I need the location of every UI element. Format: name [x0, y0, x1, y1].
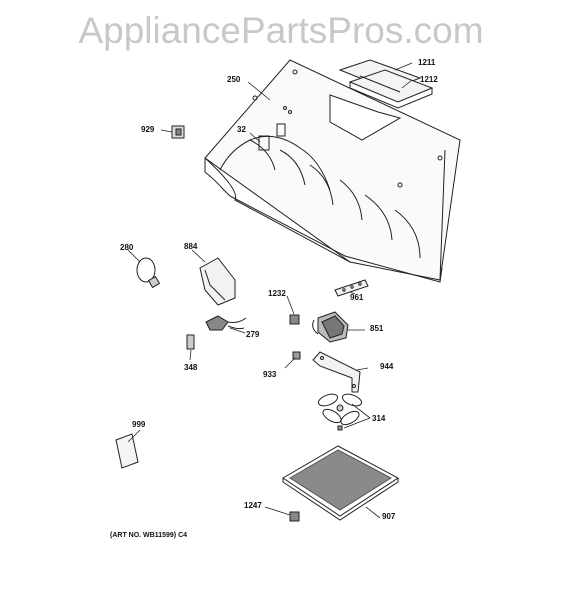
callout-314: 314: [372, 414, 386, 423]
callout-944: 944: [380, 362, 394, 371]
callout-250: 250: [227, 75, 241, 84]
part-348-connector: [186, 334, 195, 350]
callout-1211: 1211: [418, 58, 436, 67]
callout-884: 884: [184, 242, 198, 251]
art-number: (ART NO. WB11599) C4: [110, 532, 188, 539]
callout-1212: 1212: [420, 75, 438, 84]
callout-1232: 1232: [268, 289, 286, 298]
lamp-socket: [205, 315, 247, 331]
switch-plate-part: [258, 123, 286, 151]
fan-blade: [317, 393, 363, 431]
part-1247-screw: [289, 511, 300, 522]
callout-933: 933: [263, 370, 277, 379]
fan-motor: [312, 311, 349, 343]
light-bulb: [136, 257, 161, 289]
watermark-logo: AppliancePartsPros.com: [78, 10, 484, 51]
label-card: [115, 433, 139, 469]
motor-bracket: [312, 351, 361, 393]
leader-lines: [127, 62, 413, 519]
damper-assembly: [338, 59, 434, 109]
part-933-clip: [292, 351, 301, 360]
callout-279: 279: [246, 330, 260, 339]
callout-280: 280: [120, 243, 134, 252]
callout-1247: 1247: [244, 501, 262, 510]
callout-851: 851: [370, 324, 384, 333]
callout-32: 32: [237, 125, 246, 134]
switch-bar: [334, 279, 369, 297]
hood-housing: [204, 59, 461, 283]
callout-999: 999: [132, 420, 146, 429]
part-929-clip: [171, 125, 185, 139]
callout-907: 907: [382, 512, 396, 521]
callout-929: 929: [141, 125, 155, 134]
callout-961: 961: [350, 293, 364, 302]
part-1232-clip: [289, 314, 300, 325]
grease-filter: [282, 445, 399, 521]
callout-348: 348: [184, 363, 198, 372]
lamp-bracket: [199, 257, 236, 306]
